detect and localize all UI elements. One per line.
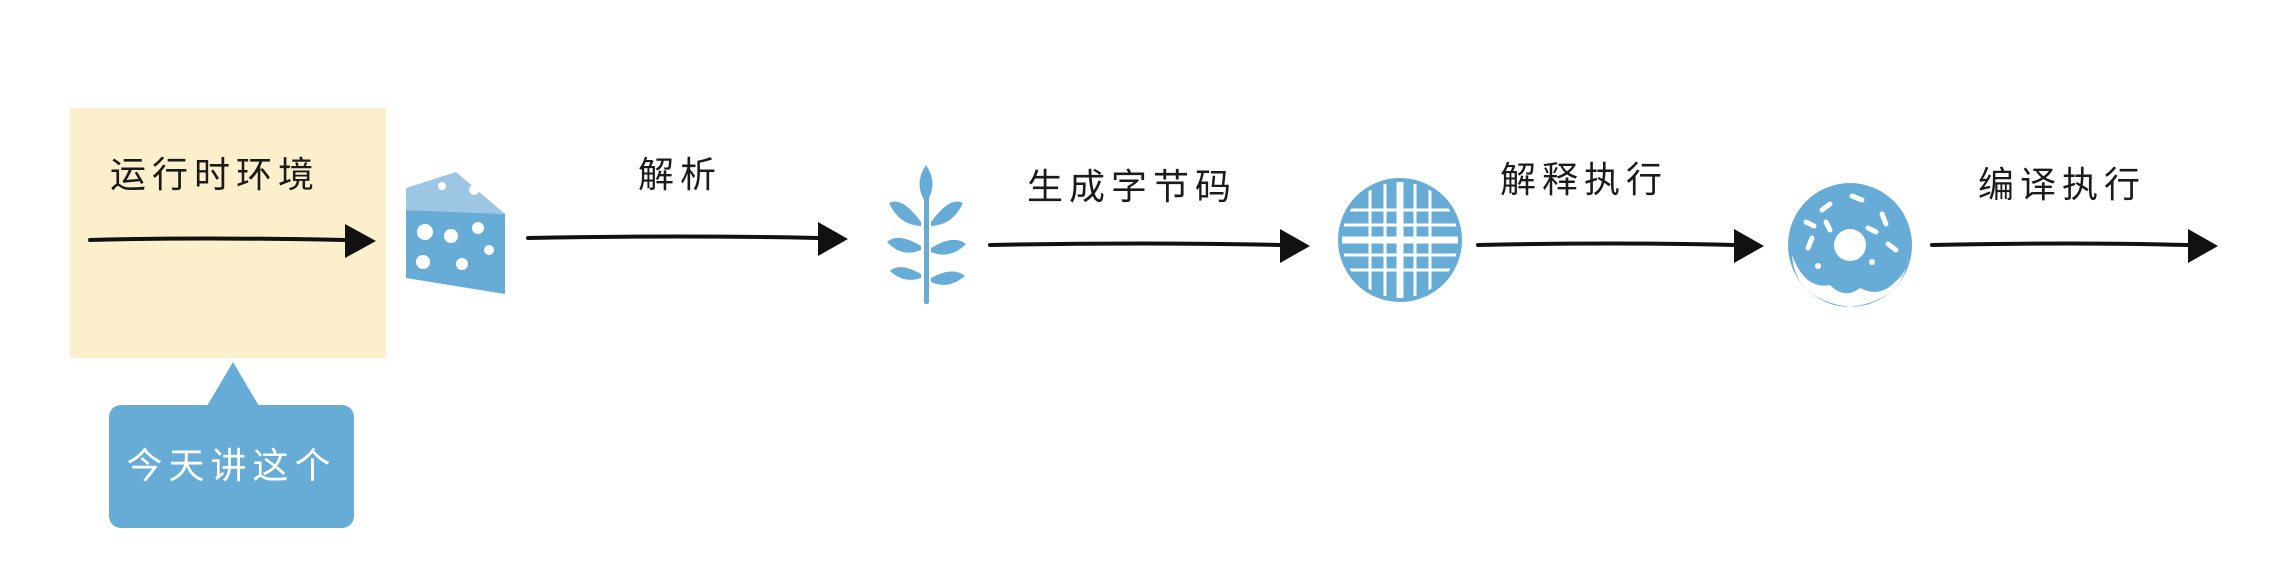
arrow-5 — [1930, 229, 2218, 263]
arrow-3 — [988, 229, 1310, 263]
waffle-icon — [1338, 178, 1462, 302]
arrow-1 — [88, 224, 376, 258]
runtime-highlight-box — [70, 108, 386, 358]
arrow-2 — [526, 222, 848, 256]
sprout-icon — [887, 165, 966, 304]
step-label-parse: 解析 — [638, 155, 723, 196]
arrow-4 — [1476, 229, 1764, 263]
callout-text: 今天讲这个 — [126, 446, 337, 487]
runtime-label: 运行时环境 — [110, 155, 321, 196]
callout-bubble — [109, 405, 354, 528]
donut-icon — [1788, 183, 1912, 307]
step-label-bytecode: 生成字节码 — [1027, 167, 1238, 208]
callout-pointer — [207, 362, 259, 406]
step-label-interpret: 解释执行 — [1500, 160, 1669, 201]
cheese-icon — [406, 172, 505, 294]
step-label-compile: 编译执行 — [1978, 165, 2147, 206]
